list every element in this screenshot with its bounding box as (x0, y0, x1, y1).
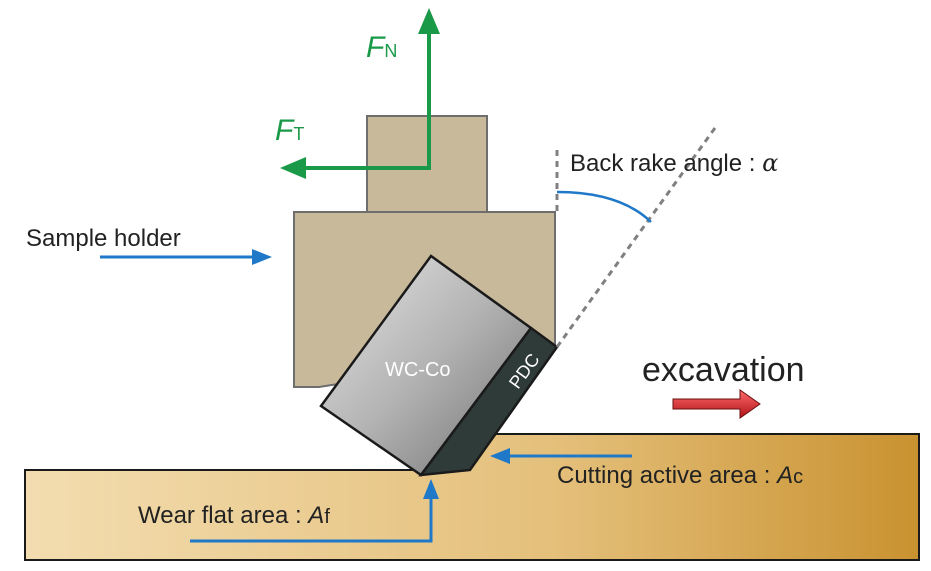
cutting-active-area-label: Cutting active area : Ac (557, 462, 803, 489)
wear-flat-arrowhead (423, 479, 439, 499)
rake-angle-arc (556, 190, 652, 223)
force-normal-arrowhead (418, 8, 440, 34)
back-rake-angle-label: Back rake angle : α (570, 149, 778, 177)
pdc-layer (418, 326, 559, 477)
sample-holder-label: Sample holder (26, 225, 181, 252)
wc-co-label: WC-Co (385, 359, 451, 381)
force-normal-label: FN (366, 31, 397, 64)
excavation-label: excavation (642, 351, 805, 389)
excavation-arrow (672, 389, 761, 419)
force-tangential-label: FT (275, 114, 304, 147)
alpha-symbol: α (762, 149, 778, 177)
wear-flat-arrow (190, 495, 433, 543)
cutting-active-arrowhead (490, 448, 510, 464)
sample-holder-arrowhead (252, 249, 272, 265)
rake-reference-line (555, 127, 717, 348)
force-tangential-arrowhead (280, 157, 306, 179)
wear-flat-area-label: Wear flat area : Af (138, 502, 330, 529)
